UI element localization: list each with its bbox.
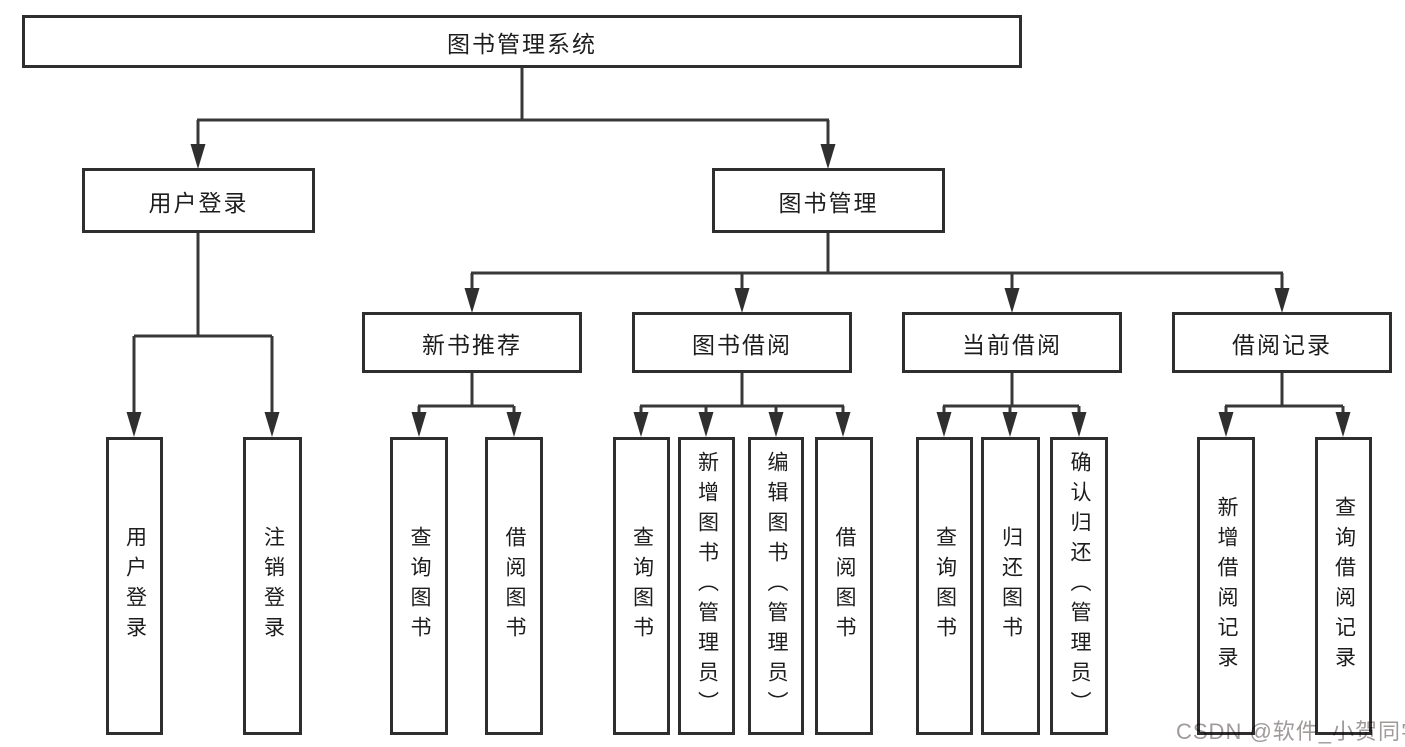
leaf-add-book-admin: 新增图书（管理员） (678, 437, 735, 735)
node-user-login: 用户登录 (82, 168, 315, 233)
leaf-borrow-books: 借阅图书 (815, 437, 873, 735)
node-library-system-root: 图书管理系统 (22, 15, 1022, 68)
leaf-borrow-books-recommend: 借阅图书 (485, 437, 543, 735)
node-book-management: 图书管理 (712, 168, 945, 233)
leaf-query-borrow-record: 查询借阅记录 (1315, 437, 1372, 735)
node-new-book-recommend: 新书推荐 (362, 312, 582, 373)
leaf-return-book: 归还图书 (981, 437, 1040, 735)
leaf-query-books-current: 查询图书 (916, 437, 973, 735)
node-current-borrowing: 当前借阅 (902, 312, 1122, 373)
leaf-user-login: 用户登录 (106, 437, 163, 735)
node-book-borrowing: 图书借阅 (632, 312, 852, 373)
csdn-watermark: CSDN @软件_小贺同学 (1176, 719, 1405, 744)
leaf-logout: 注销登录 (243, 437, 302, 735)
leaf-query-books-borrowing: 查询图书 (613, 437, 670, 735)
leaf-edit-book-admin: 编辑图书（管理员） (748, 437, 804, 735)
leaf-query-books-recommend: 查询图书 (390, 437, 448, 735)
leaf-add-borrow-record: 新增借阅记录 (1197, 437, 1255, 735)
leaf-confirm-return-admin: 确认归还（管理员） (1050, 437, 1108, 735)
node-borrowing-records: 借阅记录 (1172, 312, 1392, 373)
